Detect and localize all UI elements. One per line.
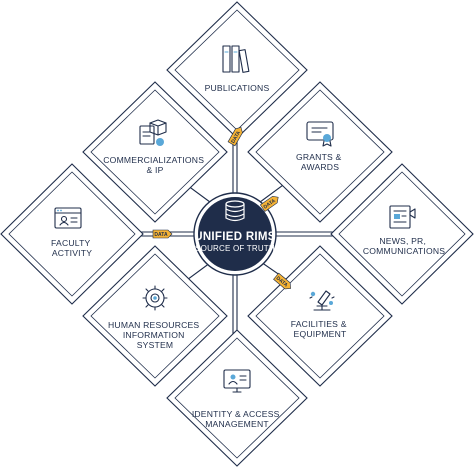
hub-disc [198,197,272,271]
hub-subtitle: SOURCE OF TRUTH [195,244,275,253]
svg-text:DATA: DATA [230,130,242,145]
node-faculty [0,163,144,305]
books-icon [222,45,250,73]
label-hr: HUMAN RESOURCES INFORMATION SYSTEM [108,320,202,350]
hub-title: UNIFIED RIMS [194,231,276,243]
newspaper-icon [389,205,416,229]
data-tag-top: DATA [227,126,243,147]
gear-people-icon [142,285,168,311]
data-tag-lower-right: DATA [273,272,291,290]
node-labels: PUBLICATIONS GRANTS & AWARDS NEWS, PR, C… [51,83,445,429]
certificate-icon [306,121,334,147]
label-facilities: FACILITIES & EQUIPMENT [291,319,349,339]
data-tag-upper-right: DATA [259,195,279,212]
label-identity: IDENTITY & ACCESS MANAGEMENT [192,409,282,429]
label-faculty: FACULTY ACTIVITY [51,238,93,258]
node-hr [82,245,228,387]
monitor-user-icon [223,369,251,393]
node-publications [166,1,308,139]
database-icon [225,200,245,222]
node-news [330,163,474,305]
label-commercialization: COMMERCIALIZATIONS & IP [103,155,206,175]
node-commercialization [82,81,228,223]
node-grants [247,81,393,223]
node-identity [166,329,308,467]
hub: UNIFIED RIMS SOURCE OF TRUTH [193,192,277,276]
label-grants: GRANTS & AWARDS [296,152,344,172]
microscope-icon [309,290,335,311]
data-tag-left: DATA [152,229,173,239]
svg-text:DATA: DATA [154,232,168,238]
label-news: NEWS, PR, COMMUNICATIONS [363,236,445,256]
browser-profile-icon [54,207,82,229]
label-publications: PUBLICATIONS [205,83,270,93]
box-document-icon [139,119,167,146]
